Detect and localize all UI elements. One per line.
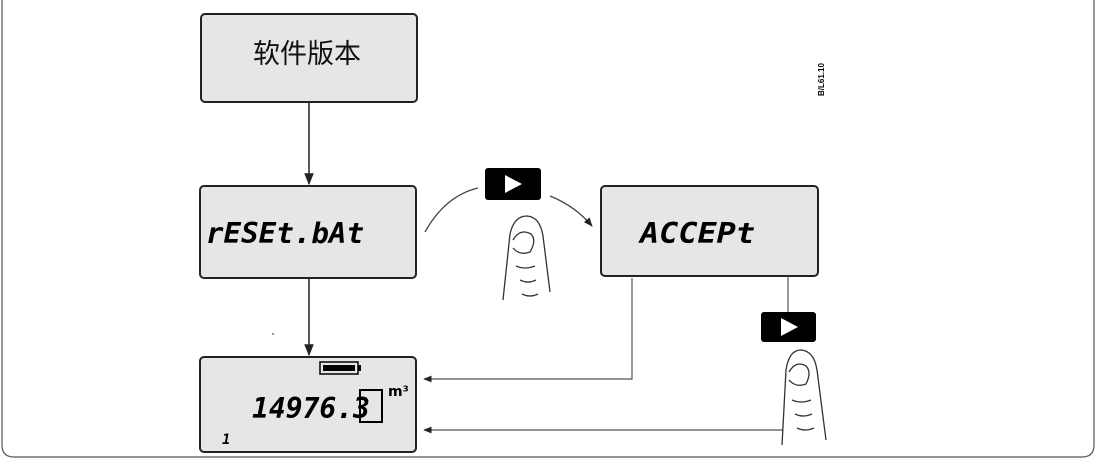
digit-cursor-frame <box>359 389 383 423</box>
reset-battery-box: rESEt.bAt <box>199 185 417 279</box>
unit-label: m³ <box>388 384 409 400</box>
accept-display: ACCEPt <box>638 217 755 250</box>
software-version-label: 软件版本 <box>253 39 361 70</box>
arrow-accept-to-meter <box>423 278 633 383</box>
software-version-box: 软件版本 <box>200 13 418 103</box>
reset-battery-display: rESEt.bAt <box>206 217 364 250</box>
meter-reading: 14976.3 <box>252 392 370 425</box>
accept-box: ACCEPt <box>600 185 819 277</box>
channel-indicator: 1 <box>222 432 230 448</box>
finger-press-icon <box>502 215 551 301</box>
right-button-icon <box>485 168 541 200</box>
curve-left <box>424 187 479 233</box>
small-dot <box>272 333 274 335</box>
figure-code: B/L61.10 <box>817 63 826 96</box>
curve-right-arrow <box>549 195 593 227</box>
battery-icon <box>319 361 361 375</box>
arrow-button-to-meter <box>423 412 789 434</box>
right-button-icon-2 <box>761 312 816 342</box>
finger-press-icon-2 <box>781 349 827 446</box>
meter-display-box: 14976.3 m³ 1 <box>199 356 417 453</box>
